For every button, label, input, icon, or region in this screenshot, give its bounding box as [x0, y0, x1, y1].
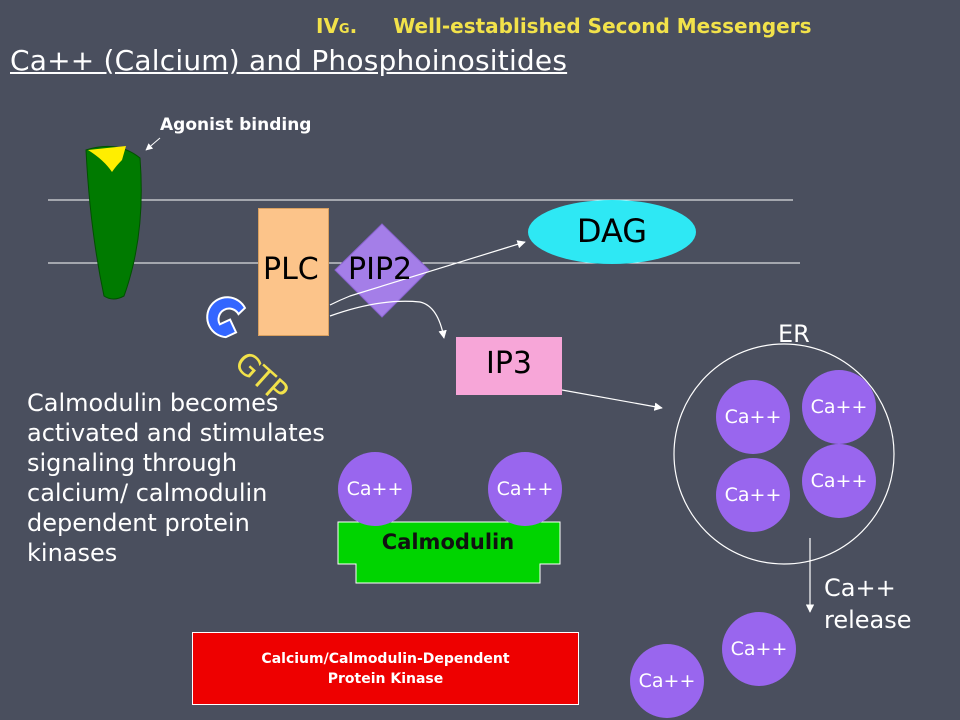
g-protein-icon: [206, 296, 247, 339]
plc-box: [258, 208, 329, 336]
calcium-ion-er-4: Ca++: [802, 444, 876, 518]
arrow-ip3-to-er: [561, 389, 663, 411]
section-heading: IVG. Well-established Second Messengers: [316, 14, 811, 38]
calmodulin-label: Calmodulin: [381, 530, 515, 554]
arrow-to-ip3: [329, 300, 447, 339]
section-sub: G: [338, 22, 350, 37]
calcium-ion-released-2: Ca++: [630, 644, 704, 718]
ca-release-label: Ca++ release: [824, 572, 912, 636]
section-title: Well-established Second Messengers: [393, 14, 812, 38]
ca-release-line2: release: [824, 606, 912, 634]
calmodulin-shape: [337, 521, 561, 584]
er-circle: [673, 343, 895, 565]
section-prefix: IV: [316, 14, 339, 38]
dag-ellipse: [528, 200, 696, 264]
dag-label: DAG: [576, 212, 648, 250]
agonist-binding-label: Agonist binding: [160, 115, 312, 135]
arrow-to-dag: [329, 240, 526, 306]
kinase-line1: Calcium/Calmodulin-Dependent: [261, 650, 510, 667]
kinase-box: Calcium/Calmodulin-Dependent Protein Kin…: [192, 632, 579, 705]
er-label: ER: [778, 320, 810, 348]
calcium-ion-er-2: Ca++: [802, 370, 876, 444]
agonist-shape: [88, 146, 126, 172]
kinase-line2: Protein Kinase: [327, 670, 444, 687]
agonist-pointer: [145, 137, 161, 151]
plc-label: PLC: [263, 252, 319, 287]
calcium-ion-calmodulin-1: Ca++: [338, 452, 412, 526]
calcium-ion-er-1: Ca++: [716, 380, 790, 454]
pip2-label: PIP2: [348, 252, 413, 287]
pip2-diamond: [334, 223, 430, 318]
slide-title: Ca++ (Calcium) and Phosphoinositides: [10, 44, 568, 77]
calcium-ion-er-3: Ca++: [716, 458, 790, 532]
calcium-ion-released-1: Ca++: [722, 612, 796, 686]
receptor-shape: [85, 145, 142, 300]
ip3-label: IP3: [485, 346, 533, 381]
calmodulin-description: Calmodulin becomes activated and stimula…: [27, 389, 325, 567]
calcium-ion-calmodulin-2: Ca++: [488, 452, 562, 526]
section-dot: .: [349, 14, 358, 38]
ca-release-line1: Ca++: [824, 574, 896, 602]
ip3-box: [456, 337, 562, 395]
